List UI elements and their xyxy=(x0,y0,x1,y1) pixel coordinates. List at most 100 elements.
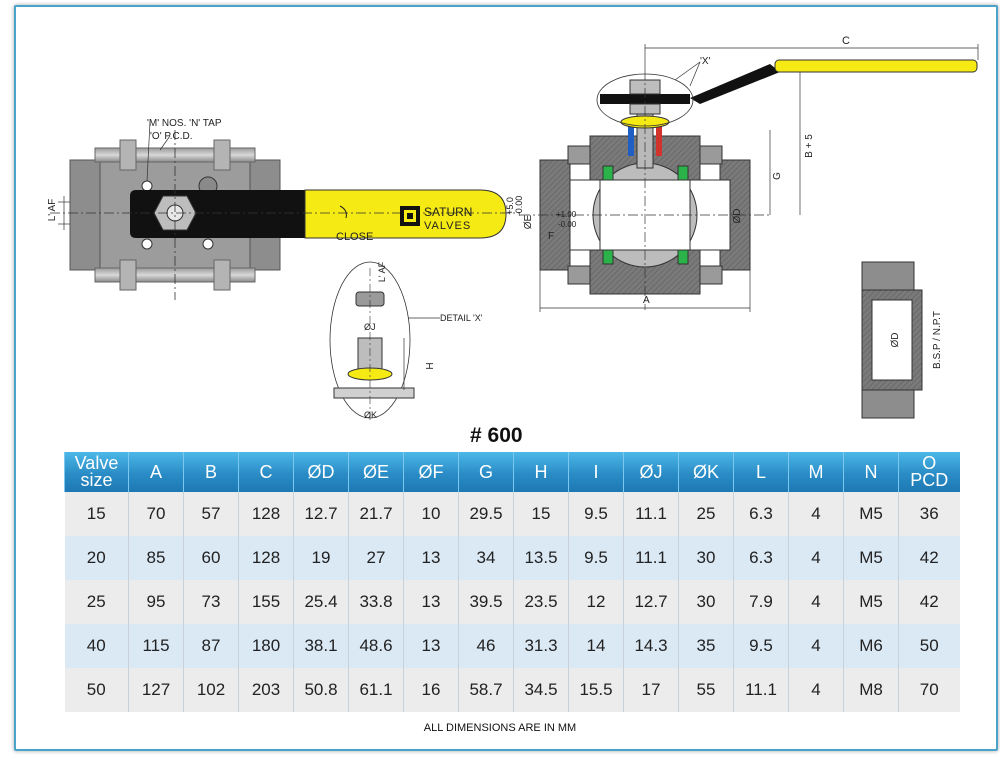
table-cell: 95 xyxy=(128,580,184,624)
dim-d-main-label: ØD xyxy=(732,209,743,224)
close-label: CLOSE xyxy=(336,231,373,243)
table-cell: 11.1 xyxy=(733,668,789,712)
dim-f-label: F xyxy=(548,231,554,242)
table-cell: 42 xyxy=(898,580,960,624)
table-cell: 57 xyxy=(183,492,239,536)
column-header: H xyxy=(513,452,569,492)
l-af-left-label: L' AF xyxy=(47,199,58,221)
tol-plus5-label: +5.0 xyxy=(505,197,515,215)
table-cell: 58.7 xyxy=(458,668,514,712)
dim-e-label: ØE xyxy=(523,214,534,229)
column-header-text: C xyxy=(259,461,273,482)
table-cell: 180 xyxy=(238,624,294,668)
table-cell: 29.5 xyxy=(458,492,514,536)
top-view: CLOSE SATURN VALVES 'M' NOS. 'N' TAP 'O'… xyxy=(47,118,520,300)
table-cell: 38.1 xyxy=(293,624,349,668)
table-cell: 102 xyxy=(183,668,239,712)
table-cell: 155 xyxy=(238,580,294,624)
table-cell: 9.5 xyxy=(568,492,624,536)
table-cell: 9.5 xyxy=(733,624,789,668)
column-header-text: ØF xyxy=(418,461,444,482)
table-cell: 14.3 xyxy=(623,624,679,668)
seat-tl xyxy=(602,165,614,181)
handle-black-side xyxy=(600,94,690,104)
table-cell: 35 xyxy=(678,624,734,668)
table-cell: 46 xyxy=(458,624,514,668)
dim-d-end-label: ØD xyxy=(890,333,901,348)
column-header-text: G xyxy=(478,461,493,482)
table-cell: 10 xyxy=(403,492,459,536)
table-cell: 12.7 xyxy=(623,580,679,624)
table-cell: 13 xyxy=(403,536,459,580)
table-cell: 30 xyxy=(678,580,734,624)
column-header: ØK xyxy=(678,452,734,492)
table-cell: 14 xyxy=(568,624,624,668)
table-cell: 4 xyxy=(788,624,844,668)
table-cell: 128 xyxy=(238,536,294,580)
footnote: ALL DIMENSIONS ARE IN MM xyxy=(423,722,577,734)
table-cell: 4 xyxy=(788,536,844,580)
table-cell: 25 xyxy=(64,580,129,624)
pressure-class-title: # 600 xyxy=(470,424,523,447)
table-cell: 39.5 xyxy=(458,580,514,624)
table-cell: 25.4 xyxy=(293,580,349,624)
column-header-text: I xyxy=(593,461,599,482)
column-header-text: L xyxy=(755,461,766,482)
table-cell: 36 xyxy=(898,492,960,536)
column-header-text: N xyxy=(864,461,878,482)
table-cell: 30 xyxy=(678,536,734,580)
dim-a-label: A xyxy=(643,295,650,306)
end-view: ØD B.S.P / N.P.T xyxy=(861,261,943,419)
table-cell: 34.5 xyxy=(513,668,569,712)
section-view: 'X' C B + 5 G +5.0 -0.00 ØE +1.00 -0.00 … xyxy=(505,35,979,312)
table-cell: 34 xyxy=(458,536,514,580)
table-cell: 42 xyxy=(898,536,960,580)
table-cell: 85 xyxy=(128,536,184,580)
dim-k-label: ØK xyxy=(364,410,377,420)
table-cell: 203 xyxy=(238,668,294,712)
column-header-text: H xyxy=(534,461,548,482)
column-header-text: O xyxy=(922,453,937,473)
table-cell: 55 xyxy=(678,668,734,712)
table-cell: 4 xyxy=(788,580,844,624)
table-cell: M5 xyxy=(843,580,899,624)
tol-plus1-label: +1.00 xyxy=(556,210,577,219)
column-header: ØJ xyxy=(623,452,679,492)
table-cell: 17 xyxy=(623,668,679,712)
table-cell: 15 xyxy=(513,492,569,536)
table-cell: 20 xyxy=(64,536,129,580)
column-header-text: ØE xyxy=(362,461,389,482)
table-cell: 12 xyxy=(568,580,624,624)
column-header-text: PCD xyxy=(910,470,949,490)
table-cell: 115 xyxy=(128,624,184,668)
table-cell: 6.3 xyxy=(733,536,789,580)
column-header-text: size xyxy=(80,470,113,490)
table-cell: 40 xyxy=(64,624,129,668)
detail-x-label: DETAIL 'X' xyxy=(440,313,483,323)
dim-b5-label: B + 5 xyxy=(804,134,815,158)
dim-g-label: G xyxy=(772,172,783,180)
table-cell: 6.3 xyxy=(733,492,789,536)
column-header: I xyxy=(568,452,624,492)
table-cell: 127 xyxy=(128,668,184,712)
table-cell: 7.9 xyxy=(733,580,789,624)
m-tap-label: 'M' NOS. 'N' TAP xyxy=(147,118,222,129)
column-header-text: M xyxy=(808,461,824,482)
table-cell: M5 xyxy=(843,492,899,536)
column-header: ØD xyxy=(293,452,349,492)
bsp-npt-label: B.S.P / N.P.T xyxy=(932,311,943,369)
end-cap-left xyxy=(69,159,101,271)
table-cell: M8 xyxy=(843,668,899,712)
table-cell: 13 xyxy=(403,624,459,668)
detail-l-af-label: L' AF xyxy=(377,261,387,282)
table-cell: 61.1 xyxy=(348,668,404,712)
dim-j-label: ØJ xyxy=(364,322,376,332)
valve-drawing: CLOSE SATURN VALVES 'M' NOS. 'N' TAP 'O'… xyxy=(47,35,979,420)
